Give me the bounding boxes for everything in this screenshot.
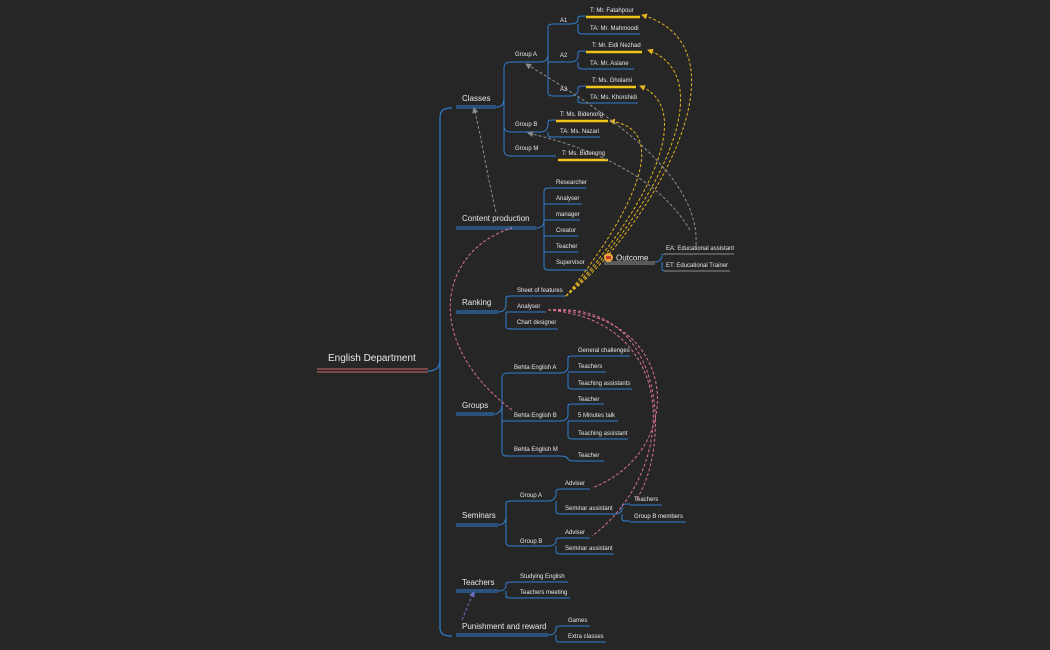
ranking-item-sheet-of-features[interactable]: Sheet of features	[517, 288, 563, 294]
relationship-gold	[565, 13, 692, 297]
class-m-teacher[interactable]: T: Ms. Bidenong	[562, 151, 606, 157]
groups-behta-a[interactable]: Behta English A	[514, 365, 557, 371]
behta-b-teacher[interactable]: Teacher	[578, 397, 600, 403]
seminar-b-assistant[interactable]: Seminar assistant	[565, 546, 613, 552]
relationship-purple	[461, 591, 475, 621]
class-a1-ta[interactable]: TA: Mr. Mahmoodi	[590, 26, 639, 32]
ranking-item-chart-designer[interactable]: Chart designer	[517, 320, 557, 326]
outcome-label: Outcome	[616, 253, 649, 263]
branch-ranking[interactable]: Ranking	[462, 298, 492, 307]
class-a3-teacher[interactable]: T: Ms. Gholami	[592, 78, 633, 84]
ranking-item-analyser[interactable]: Analyser	[517, 304, 541, 310]
class-a2-teacher[interactable]: T: Mr. Eidi Nezhad	[592, 43, 641, 49]
behta-a-teachers[interactable]: Teachers	[578, 364, 603, 370]
behta-b-5-minutes-talk[interactable]: 5 Minutes talk	[578, 413, 616, 419]
branch-content-production[interactable]: Content production	[462, 214, 530, 223]
behta-b-teaching-assistant[interactable]: Teaching assistant	[578, 431, 628, 437]
relationship-gray	[472, 63, 697, 246]
behta-a-general-challenges[interactable]: General challenges	[578, 348, 630, 354]
content-item-manager[interactable]: manager	[556, 212, 580, 218]
outcome-item-et[interactable]: ET: Educational Trainer	[666, 263, 729, 269]
class-a1-teacher[interactable]: T: Mr. Fatahpour	[590, 8, 634, 14]
branch-punishment-reward[interactable]: Punishment and reward	[462, 622, 547, 631]
branch-underlines	[456, 105, 548, 637]
class-b-teacher[interactable]: T: Ms. Bidenong	[560, 112, 604, 118]
behta-a-teaching-assistants[interactable]: Teaching assistants	[578, 381, 631, 387]
content-item-researcher[interactable]: Researcher	[556, 180, 588, 186]
seminar-a-adviser[interactable]: Adviser	[565, 481, 586, 487]
seminars-group-a[interactable]: Group A	[520, 493, 543, 499]
seminar-assistant-group-b-members[interactable]: Group B members	[634, 514, 684, 520]
outcome-item-ea[interactable]: EA: Educational assistant	[666, 246, 735, 252]
seminars-group-b[interactable]: Group B	[520, 539, 543, 545]
behta-m-teacher[interactable]: Teacher	[578, 453, 600, 459]
groups-behta-m[interactable]: Behta English M	[514, 447, 558, 453]
root-node[interactable]: English Department	[328, 353, 416, 364]
content-item-creator[interactable]: Creator	[556, 228, 577, 234]
classes-group-m[interactable]: Group M	[515, 146, 539, 152]
root-underline	[317, 368, 428, 373]
outcome-links	[604, 253, 734, 272]
teachers-studying-english[interactable]: Studying English	[520, 574, 565, 580]
root-brace	[427, 107, 453, 637]
class-a3[interactable]: A3	[560, 87, 568, 93]
classes-group-b[interactable]: Group B	[515, 122, 538, 128]
class-a1[interactable]: A1	[560, 18, 568, 24]
classes-group-a[interactable]: Group A	[515, 52, 538, 58]
teachers-meeting[interactable]: Teachers meeting	[520, 590, 568, 596]
class-b-ta[interactable]: TA: Ms. Nazari	[560, 129, 600, 135]
seminar-a-assistant[interactable]: Seminar assistant	[565, 506, 613, 512]
content-item-analyser[interactable]: Analyser	[556, 196, 580, 202]
class-a2-ta[interactable]: TA: Mr. Aslane	[590, 61, 629, 67]
sticker-icon	[604, 253, 613, 263]
relationship-pink	[449, 227, 658, 537]
content-item-supervisor[interactable]: Supervisor	[556, 260, 585, 266]
branch-groups[interactable]: Groups	[462, 401, 489, 410]
groups-behta-b[interactable]: Behta English B	[514, 413, 557, 419]
class-a3-ta[interactable]: TA: Ms. Khorshidi	[590, 95, 637, 101]
seminar-b-adviser[interactable]: Adviser	[565, 530, 586, 536]
sub-connectors	[493, 15, 686, 643]
highlight-bars	[556, 15, 642, 162]
reward-extra-classes[interactable]: Extra classes	[568, 634, 604, 640]
branch-seminars[interactable]: Seminars	[462, 511, 496, 520]
reward-games[interactable]: Games	[568, 618, 588, 624]
outcome-node[interactable]: Outcome	[604, 249, 648, 267]
content-item-teacher[interactable]: Teacher	[556, 244, 578, 250]
branch-teachers[interactable]: Teachers	[462, 578, 495, 587]
class-a2[interactable]: A2	[560, 53, 568, 59]
seminar-assistant-teachers[interactable]: Teachers	[634, 497, 659, 503]
branch-classes[interactable]: Classes	[462, 94, 491, 103]
